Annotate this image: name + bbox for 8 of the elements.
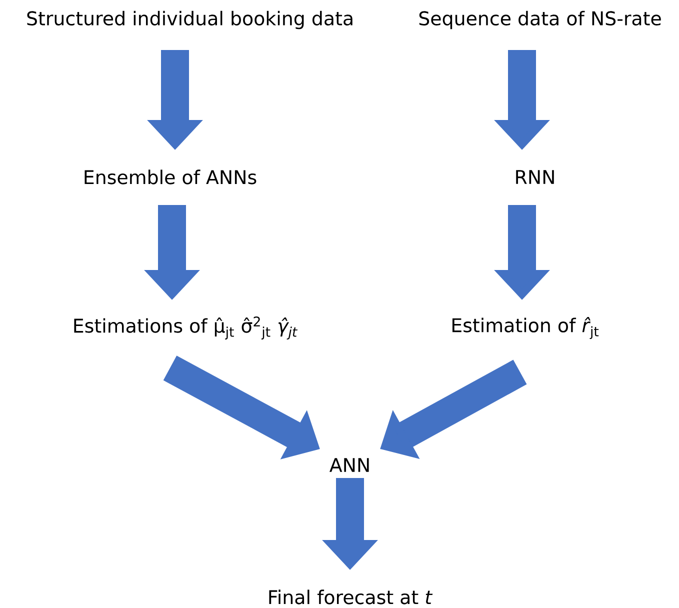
text-label: RNN — [516, 170, 554, 184]
text-label: Estimations of μ̂$_{jt}$ σ̂$^{2}$$_{jt}$ γ̂$_{jt}$ — [74, 316, 298, 340]
text-label: Final forecast at t — [269, 590, 433, 604]
text-label: Ensemble of ANNs — [84, 170, 256, 184]
text-label: Sequence data of NS-rate — [419, 10, 661, 30]
text-label: Structured individual booking data — [27, 10, 352, 30]
text-label: ANN — [330, 458, 369, 472]
text-label: Estimation of r̂$_{jt}$ — [452, 316, 599, 339]
